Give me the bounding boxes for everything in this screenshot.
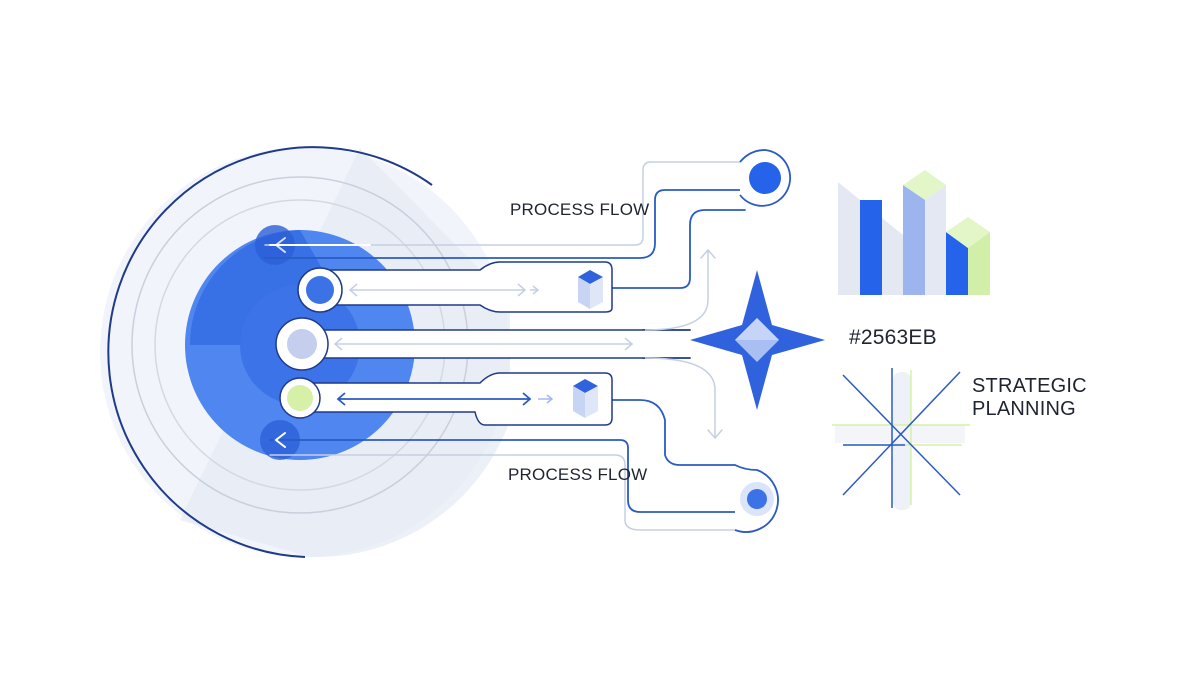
process-flow-label-top: PROCESS FLOW [510, 200, 650, 219]
strategic-label-line2: PLANNING [972, 398, 1076, 420]
strategic-planning-label: STRATEGIC PLANNING [972, 375, 1087, 421]
bar-chart-icon [838, 170, 990, 295]
flow-node-bottom[interactable] [734, 464, 779, 533]
flow-track-3[interactable] [279, 372, 613, 426]
flow-track-1[interactable] [297, 261, 613, 313]
strategic-label-line1: STRATEGIC [972, 375, 1087, 397]
process-flow-label-bottom: PROCESS FLOW [508, 465, 648, 484]
flow-node-top[interactable] [739, 149, 791, 207]
star-icon [690, 270, 825, 410]
flow-track-2[interactable] [275, 317, 645, 371]
cube-icon [578, 270, 603, 309]
connector-lines [264, 161, 746, 531]
planning-crosshair-icon [832, 368, 970, 510]
color-code-label: #2563EB [849, 326, 937, 349]
cube-icon [573, 379, 598, 418]
